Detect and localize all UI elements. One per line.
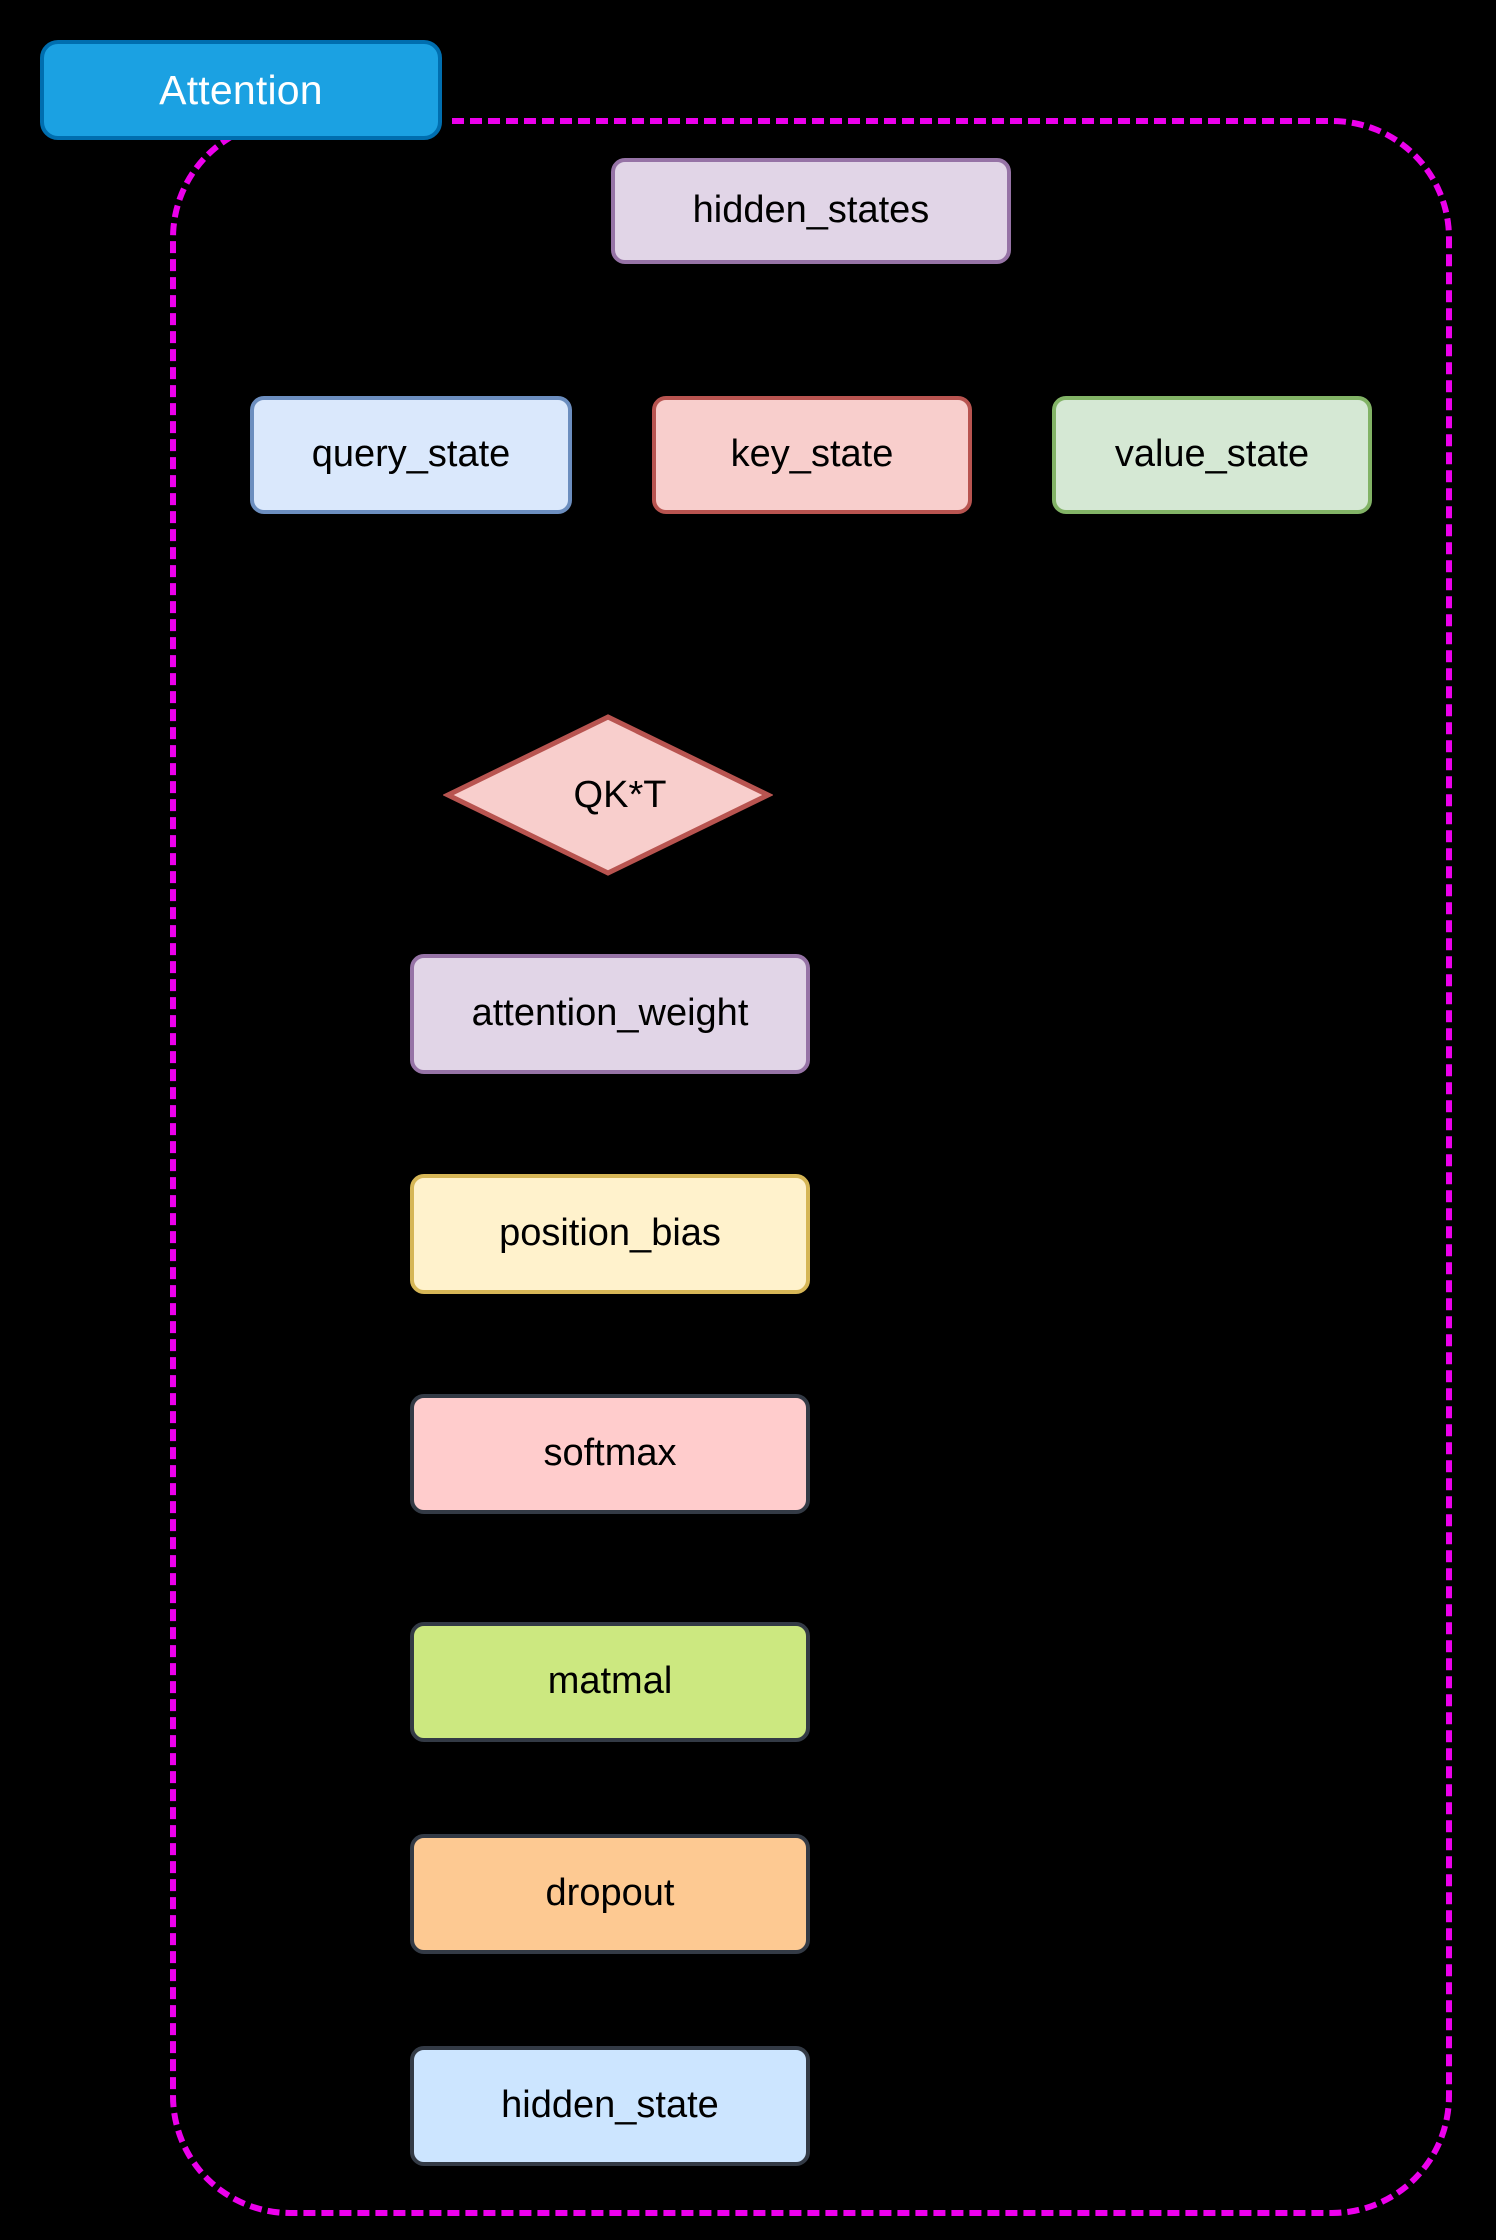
node-softmax-label: softmax [543, 1432, 677, 1475]
node-dropout-label: dropout [545, 1872, 675, 1915]
node-value-state-label: value_state [1114, 433, 1310, 476]
node-position-bias[interactable]: position_bias [410, 1174, 810, 1294]
node-position-bias-label: position_bias [499, 1212, 721, 1255]
node-key-state-label: key_state [730, 433, 894, 476]
node-softmax[interactable]: softmax [410, 1394, 810, 1514]
node-hidden-states[interactable]: hidden_states [611, 158, 1011, 264]
node-value-state[interactable]: value_state [1052, 396, 1372, 514]
attention-cluster-title-label: Attention [159, 66, 323, 113]
node-matmal-label: matmal [547, 1660, 673, 1703]
node-hidden-state[interactable]: hidden_state [410, 2046, 810, 2166]
node-dropout[interactable]: dropout [410, 1834, 810, 1954]
node-qkt-label: QK*T [573, 773, 667, 816]
node-hidden-state-label: hidden_state [501, 2084, 719, 2127]
node-attention-weight-label: attention_weight [471, 992, 749, 1035]
attention-cluster-title[interactable]: Attention [40, 40, 442, 140]
node-qkt[interactable]: QK*T [443, 712, 773, 878]
node-attention-weight[interactable]: attention_weight [410, 954, 810, 1074]
diamond-shape-icon [443, 714, 773, 876]
node-key-state[interactable]: key_state [652, 396, 972, 514]
node-hidden-states-label: hidden_states [692, 189, 930, 232]
node-query-state-label: query_state [311, 433, 511, 476]
node-query-state[interactable]: query_state [250, 396, 572, 514]
node-matmal[interactable]: matmal [410, 1622, 810, 1742]
